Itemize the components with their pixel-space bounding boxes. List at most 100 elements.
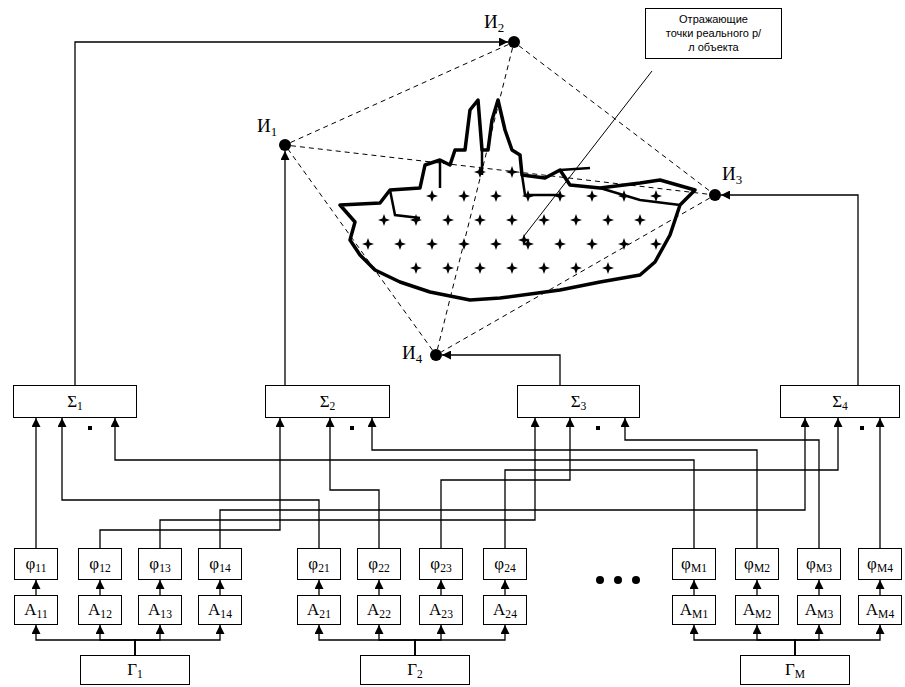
more-inputs-dots (88, 426, 864, 430)
reflecting-point (474, 262, 486, 274)
signal-arrow (75, 42, 508, 385)
callout-text: Отражающие точки реального р/л объекта (666, 13, 762, 54)
dashed-link (289, 150, 433, 350)
reflecting-point (618, 238, 630, 250)
signal-arrow (721, 195, 858, 385)
reflecting-point (650, 190, 662, 202)
subscript-index: 24 (505, 608, 517, 621)
block-label: φM2 (744, 554, 770, 574)
signal-arrow (795, 625, 880, 655)
amplitude-box: A13 (138, 595, 182, 625)
reflecting-point (490, 190, 502, 202)
phase-shifter-box: φ12 (78, 548, 122, 580)
signal-arrow (35, 580, 36, 595)
amplitude-box: A22 (357, 595, 401, 625)
signal-arrow (818, 580, 819, 595)
reflecting-point (634, 214, 646, 226)
subscript-index: 4 (416, 351, 422, 366)
emitter-point: И1 (279, 139, 291, 151)
emitter-label: И3 (722, 164, 742, 185)
block-label: φM1 (681, 554, 707, 574)
phase-shifter-box: φ21 (297, 548, 341, 580)
amplitude-box: A24 (483, 595, 527, 625)
dashed-link (441, 198, 710, 352)
signal-arrow (35, 418, 36, 548)
subscript-index: 22 (378, 562, 390, 575)
subscript-index: M4 (877, 562, 893, 575)
subscript-index: 1 (77, 400, 83, 413)
subscript-index: 23 (440, 562, 452, 575)
reflecting-point (458, 190, 470, 202)
dashed-link (437, 48, 512, 349)
signal-arrow (99, 580, 100, 595)
emitter-label: И4 (402, 343, 422, 364)
subscript-index: 22 (379, 608, 391, 621)
phase-shifter-box: φM1 (672, 548, 716, 580)
phase-shifter-box: φ23 (419, 548, 463, 580)
signal-arrow (694, 625, 795, 655)
signal-arrow (379, 625, 415, 655)
ellipsis-dots (596, 576, 640, 584)
signal-arrow (505, 418, 838, 548)
subscript-index: M1 (691, 562, 707, 575)
phase-shifter-box: φ22 (357, 548, 401, 580)
block-label: Σ1 (67, 392, 83, 412)
subscript-index: 23 (441, 608, 453, 621)
summator-box: Σ3 (517, 385, 640, 418)
subscript-index: 11 (37, 608, 48, 621)
generator-box: Г1 (80, 655, 190, 685)
subscript-index: 3 (736, 172, 742, 187)
signal-arrow (220, 418, 805, 548)
signal-arrow (100, 625, 135, 655)
reflecting-point (602, 262, 614, 274)
amplitude-box: A14 (198, 595, 242, 625)
summator-box: Σ2 (265, 385, 390, 418)
signal-arrow (62, 418, 319, 548)
reflecting-point (602, 214, 614, 226)
block-label: φ24 (494, 554, 515, 574)
subscript-index: 13 (160, 608, 172, 621)
signal-arrow (415, 625, 505, 655)
subscript-index: 3 (581, 400, 587, 413)
reflecting-point (474, 214, 486, 226)
more-inputs-dot (596, 426, 600, 430)
reflecting-point (410, 262, 422, 274)
signal-arrow (100, 418, 280, 548)
block-label: A21 (307, 600, 331, 620)
more-inputs-dot (350, 426, 354, 430)
block-label: A24 (493, 600, 517, 620)
subscript-index: M4 (878, 608, 894, 621)
emitter-label: И2 (484, 12, 504, 33)
signal-arrow (284, 151, 285, 385)
block-label: φ11 (26, 554, 47, 574)
signal-arrow (219, 580, 220, 595)
subscript-index: M3 (816, 562, 832, 575)
block-label: AM4 (866, 600, 894, 620)
phase-shifter-box: φM3 (797, 548, 841, 580)
generator-box: Г2 (360, 655, 470, 685)
subscript-index: 14 (220, 608, 232, 621)
signal-arrow (318, 580, 319, 595)
reflecting-point (618, 190, 630, 202)
subscript-index: 21 (319, 608, 331, 621)
signal-arrow (159, 580, 160, 595)
amplitude-box: AM1 (672, 595, 716, 625)
block-label: ГM (785, 660, 805, 680)
block-label: Г2 (407, 660, 423, 680)
subscript-index: 21 (318, 562, 330, 575)
subscript-index: 2 (417, 668, 423, 681)
reflecting-point (570, 262, 582, 274)
more-inputs-dot (88, 426, 92, 430)
callout-box: Отражающие точки реального р/л объекта (645, 8, 782, 59)
signal-arrow (756, 580, 757, 595)
more-inputs-dot (860, 426, 864, 430)
subscript-index: 1 (137, 668, 143, 681)
amplitude-box: A11 (14, 595, 58, 625)
ellipsis-dot (632, 576, 640, 584)
amplitude-box: A12 (78, 595, 122, 625)
block-label: φ23 (430, 554, 451, 574)
subscript-index: 2 (498, 20, 504, 35)
dashed-link (290, 44, 508, 142)
phase-shifter-box: φ11 (14, 548, 58, 580)
